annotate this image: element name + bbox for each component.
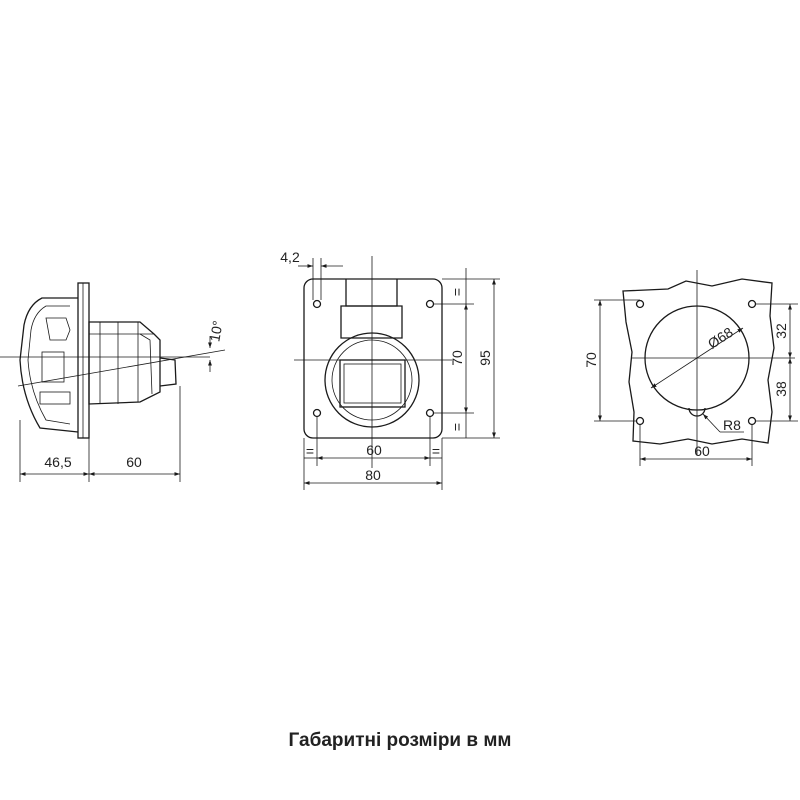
radius-label: R8 xyxy=(723,417,741,433)
upper-dimension-label: 32 xyxy=(773,323,789,339)
hole-spacing-h-label: 60 xyxy=(366,442,382,458)
overall-width-label: 80 xyxy=(365,467,381,483)
depth-dimension-label: 46,5 xyxy=(44,454,71,470)
side-angle-line xyxy=(17,349,226,387)
mounting-hole xyxy=(312,408,322,418)
mounting-hole xyxy=(312,299,322,309)
panel-outline xyxy=(622,278,775,445)
mounting-hole xyxy=(747,416,757,426)
caption: Габаритні розміри в мм xyxy=(288,730,512,751)
mounting-hole xyxy=(635,416,645,426)
overall-height-label: 95 xyxy=(477,350,493,366)
mounting-hole xyxy=(635,299,645,309)
angle-label: 10° xyxy=(206,319,225,343)
mounting-hole xyxy=(747,299,757,309)
diameter-label: Ø68 xyxy=(705,324,736,352)
side-view-body xyxy=(19,282,177,439)
equal-mark: = xyxy=(432,443,440,459)
side-view: 10° 46,5 60 xyxy=(0,282,226,482)
hole-spacing-v-label: 70 xyxy=(449,350,465,366)
diameter-line xyxy=(650,327,744,389)
holes-h-label: 60 xyxy=(694,443,710,459)
width-dimension-label: 60 xyxy=(126,454,142,470)
mounting-plate xyxy=(303,278,443,439)
equal-mark: = xyxy=(449,288,465,296)
front-view: 4,2 = = 60 80 = = 70 95 xyxy=(280,249,500,490)
cutout-view: Ø68 70 32 38 R8 60 xyxy=(583,270,798,466)
mounting-hole xyxy=(425,299,435,309)
holes-v-label: 70 xyxy=(583,352,599,368)
mounting-hole xyxy=(425,408,435,418)
equal-mark: = xyxy=(449,423,465,431)
lower-dimension-label: 38 xyxy=(773,381,789,397)
socket-face xyxy=(339,359,406,408)
hole-diameter-label: 4,2 xyxy=(280,249,300,265)
equal-mark: = xyxy=(306,443,314,459)
